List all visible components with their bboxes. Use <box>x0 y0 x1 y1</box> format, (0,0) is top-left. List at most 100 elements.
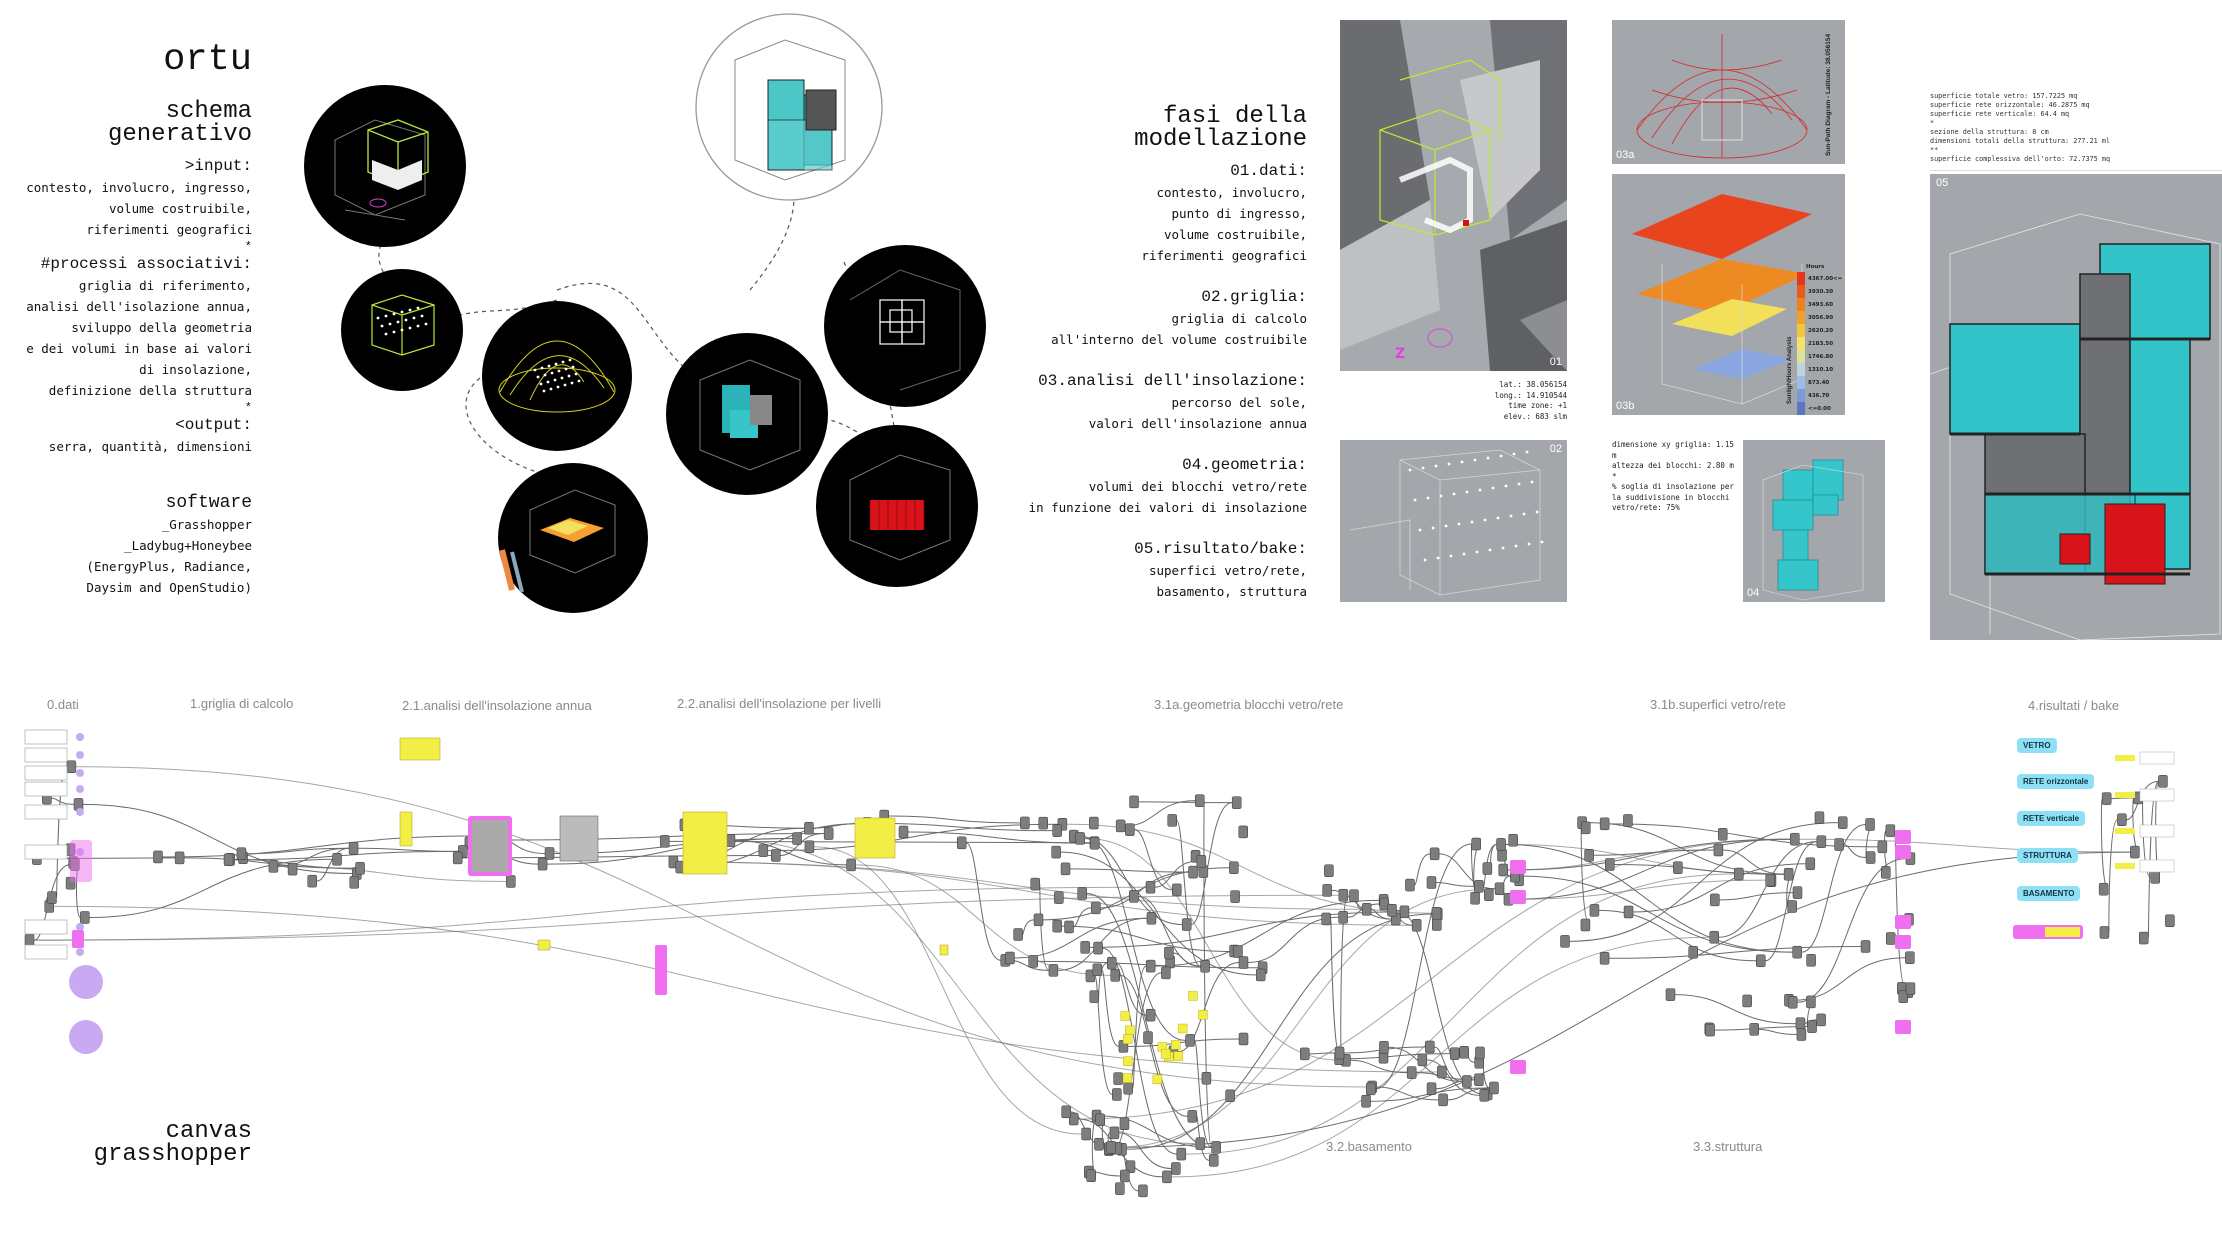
gh-panel-text[interactable] <box>2139 788 2175 802</box>
gh-component[interactable] <box>1806 995 1816 1009</box>
gh-component[interactable] <box>1438 1093 1448 1107</box>
gh-component[interactable] <box>236 847 247 860</box>
gh-component[interactable] <box>1623 814 1633 827</box>
gh-component[interactable] <box>1860 940 1871 953</box>
gh-component[interactable] <box>1834 838 1844 851</box>
gh-component[interactable] <box>1187 1110 1198 1123</box>
gh-component[interactable] <box>1437 1065 1447 1079</box>
gh-component[interactable] <box>1479 1089 1490 1102</box>
gh-component[interactable] <box>1405 878 1415 892</box>
gh-component[interactable] <box>1080 941 1090 954</box>
gh-component[interactable] <box>1605 858 1615 871</box>
gh-panel[interactable] <box>1122 1034 1133 1044</box>
gh-component[interactable] <box>1665 988 1676 1001</box>
gh-component[interactable] <box>1471 837 1481 851</box>
output-struttura[interactable]: STRUTTURA <box>2017 848 2078 863</box>
gh-input-dot[interactable] <box>76 733 84 741</box>
gh-component[interactable] <box>24 933 35 947</box>
output-basamento[interactable]: BASAMENTO <box>2017 886 2081 901</box>
grasshopper-canvas[interactable] <box>0 720 2222 1230</box>
gh-component[interactable] <box>1787 900 1797 913</box>
gh-panel[interactable] <box>1188 991 1198 1001</box>
gh-panel[interactable] <box>939 944 949 956</box>
gh-component[interactable] <box>1195 1137 1206 1150</box>
gh-panel[interactable] <box>2115 792 2135 798</box>
gh-component[interactable] <box>348 841 359 855</box>
gh-component[interactable] <box>1115 1182 1125 1195</box>
gh-panel[interactable] <box>1177 1023 1188 1034</box>
gh-component[interactable] <box>823 827 834 840</box>
gh-component[interactable] <box>1881 866 1891 879</box>
gh-component[interactable] <box>1300 1047 1310 1061</box>
gh-component[interactable] <box>355 862 365 875</box>
gh-component[interactable] <box>1734 867 1744 881</box>
gh-component[interactable] <box>1238 1032 1249 1046</box>
gh-component[interactable] <box>1705 1023 1715 1037</box>
gh-component[interactable] <box>1338 911 1348 924</box>
gh-component[interactable] <box>1094 1137 1104 1151</box>
gh-component[interactable] <box>792 832 802 845</box>
gh-component[interactable] <box>1623 905 1634 919</box>
gh-slider-param[interactable] <box>69 1020 103 1054</box>
gh-component[interactable] <box>1379 897 1389 911</box>
gh-component[interactable] <box>659 835 670 848</box>
gh-component[interactable] <box>1201 1071 1212 1085</box>
gh-input-param[interactable] <box>24 747 68 763</box>
gh-component[interactable] <box>1417 1053 1428 1067</box>
gh-component[interactable] <box>1366 1082 1376 1096</box>
gh-component[interactable] <box>1334 1046 1345 1060</box>
gh-component[interactable] <box>2150 871 2161 884</box>
gh-component[interactable] <box>1171 1162 1181 1175</box>
gh-component[interactable] <box>1238 956 1249 969</box>
gh-panel[interactable] <box>854 817 896 859</box>
gh-component[interactable] <box>1673 861 1683 874</box>
gh-component[interactable] <box>1432 918 1442 931</box>
gh-component[interactable] <box>1885 824 1896 837</box>
gh-component[interactable] <box>804 821 814 835</box>
gh-component[interactable] <box>1020 816 1030 830</box>
gh-component[interactable] <box>1338 888 1349 902</box>
gh-component[interactable] <box>1816 1013 1826 1027</box>
gh-component[interactable] <box>2099 926 2110 939</box>
gh-component[interactable] <box>1787 995 1798 1009</box>
gh-panel[interactable] <box>682 811 728 875</box>
gh-component[interactable] <box>1426 1082 1437 1095</box>
gh-component[interactable] <box>1092 963 1103 977</box>
gh-input-dot[interactable] <box>76 769 84 777</box>
gh-component[interactable] <box>1508 833 1518 847</box>
gh-component[interactable] <box>804 840 815 854</box>
gh-component[interactable] <box>174 851 185 865</box>
gh-component[interactable] <box>1176 1147 1187 1161</box>
gh-component[interactable] <box>1795 1017 1806 1030</box>
gh-component[interactable] <box>846 858 856 872</box>
gh-component[interactable] <box>1185 1034 1195 1047</box>
gh-component[interactable] <box>1425 1040 1435 1054</box>
gh-panel[interactable] <box>1125 1025 1135 1036</box>
gh-panel[interactable] <box>1160 1049 1171 1059</box>
gh-component[interactable] <box>1792 945 1802 959</box>
gh-panel[interactable] <box>1173 1051 1184 1061</box>
gh-component[interactable] <box>1796 1028 1807 1041</box>
gh-component[interactable] <box>1112 1088 1122 1101</box>
gh-component[interactable] <box>1086 1169 1096 1182</box>
gh-input-param[interactable] <box>24 781 68 797</box>
output-rete-verticale[interactable]: RETE verticale <box>2017 811 2086 826</box>
gh-component[interactable] <box>153 850 163 864</box>
gh-input-param[interactable] <box>24 944 68 960</box>
output-rete-orizzontale[interactable]: RETE orizzontale <box>2017 774 2095 789</box>
gh-panel[interactable] <box>2115 863 2135 869</box>
gh-component[interactable] <box>1709 930 1719 944</box>
gh-input-dot[interactable] <box>76 808 84 816</box>
gh-component[interactable] <box>1792 886 1803 899</box>
gh-component[interactable] <box>307 874 317 888</box>
gh-component[interactable] <box>1194 794 1205 807</box>
gh-component[interactable] <box>2130 845 2140 859</box>
gh-component[interactable] <box>1470 891 1480 905</box>
gh-component[interactable] <box>1229 861 1239 874</box>
gh-component[interactable] <box>1837 816 1848 829</box>
gh-component[interactable] <box>1123 1081 1133 1095</box>
gh-component[interactable] <box>1399 905 1410 919</box>
gh-component[interactable] <box>1145 880 1156 894</box>
gh-component[interactable] <box>1905 982 1916 995</box>
gh-component[interactable] <box>506 875 516 888</box>
